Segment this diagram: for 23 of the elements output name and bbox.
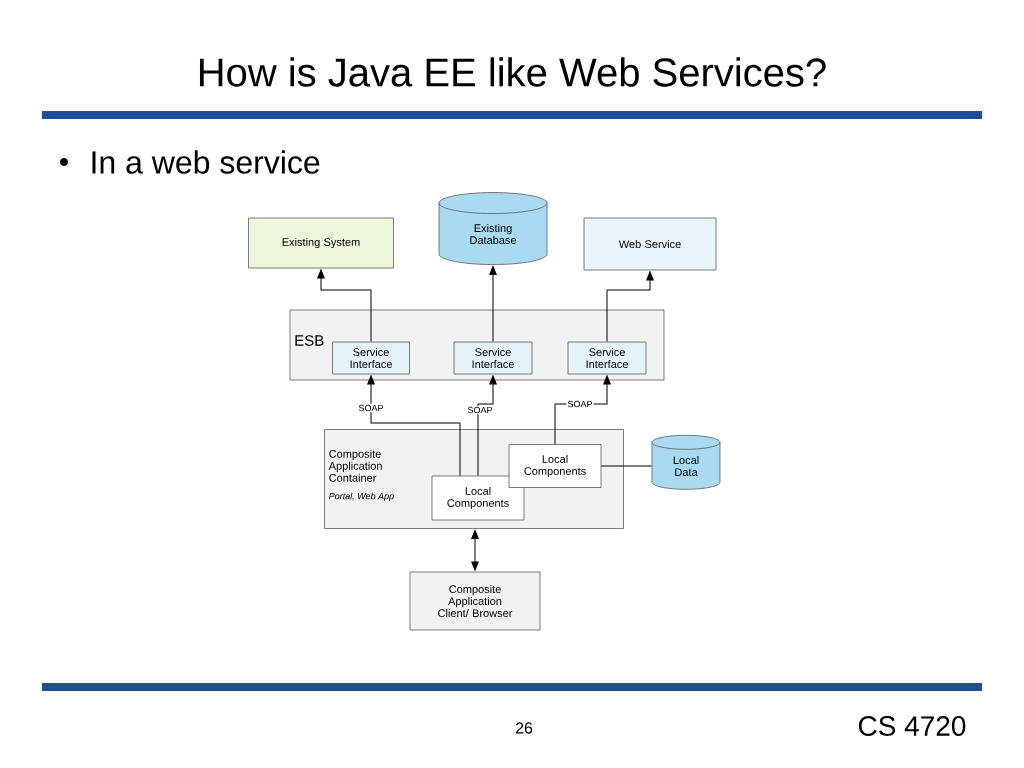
arrow — [489, 264, 497, 343]
arrow — [477, 374, 497, 477]
slide-title: How is Java EE like Web Services? — [200, 57, 826, 87]
arrow — [606, 270, 654, 343]
database-cylinder: Local Data — [651, 434, 721, 490]
edge-label: SOAP — [566, 399, 594, 409]
edge-label: SOAP — [466, 405, 494, 415]
arrow — [471, 528, 479, 572]
course-code: CS 4720 — [858, 716, 966, 736]
process-box: Local Components — [508, 444, 602, 488]
page-number: 26 — [515, 722, 533, 734]
process-box: Service Interface — [567, 341, 647, 375]
process-box: Existing System — [248, 217, 394, 269]
process-box: Web Service — [583, 217, 717, 271]
process-box: Composite Application Client/ Browser — [409, 571, 541, 631]
process-box: Service Interface — [453, 341, 533, 375]
arrow — [317, 268, 372, 343]
process-box: Service Interface — [332, 341, 410, 375]
bullet-text: In a web service — [92, 150, 320, 174]
edge-label: SOAP — [357, 403, 385, 413]
process-box: Local Components — [431, 475, 525, 521]
database-cylinder: Existing Database — [438, 192, 548, 265]
arrow — [367, 374, 461, 477]
